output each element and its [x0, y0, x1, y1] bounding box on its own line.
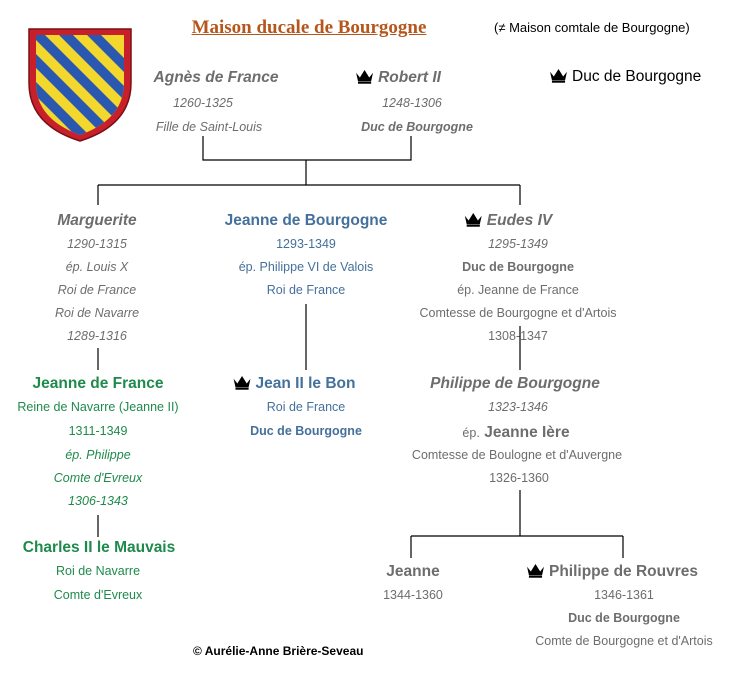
marguerite-spouse-dates: 1289-1316	[67, 329, 127, 343]
charles-ii-title1: Roi de Navarre	[55, 564, 141, 578]
marguerite-dates: 1290-1315	[67, 237, 127, 251]
children-connector-philippe	[410, 490, 624, 558]
crown-icon	[527, 563, 544, 578]
philippe-bourgogne-spouse-dates: 1326-1360	[489, 471, 549, 485]
philippe-bourgogne-spouse: ép. Jeanne Ière	[462, 424, 570, 441]
philippe-bourgogne-spouse-title: Comtesse de Boulogne et d'Auvergne	[411, 448, 623, 462]
crown-icon	[233, 375, 251, 390]
legend-label: Duc de Bourgogne	[572, 68, 702, 85]
philippe-rouvres-name: Philippe de Rouvres	[526, 563, 698, 581]
marguerite-spouse-title1: Roi de France	[57, 283, 137, 297]
philippe-rouvres-title2: Comte de Bourgogne et d'Artois	[535, 634, 713, 648]
eudes-title: Duc de Bourgogne	[462, 260, 574, 274]
philippe-bourgogne-dates: 1323-1346	[488, 400, 548, 414]
jeanne-child-dates: 1344-1360	[383, 588, 443, 602]
jeanne-bourgogne-spouse-title: Roi de France	[266, 283, 346, 297]
eudes-spouse-dates: 1308-1347	[488, 329, 548, 343]
jeanne-france-spouse: ép. Philippe	[65, 448, 131, 462]
charles-ii-name: Charles II le Mauvais	[22, 539, 176, 556]
jeanne-france-name: Jeanne de France	[32, 375, 164, 392]
jean-ii-title1: Roi de France	[266, 400, 346, 414]
burgundy-shield-icon	[28, 28, 132, 142]
legend: Duc de Bourgogne	[549, 68, 701, 86]
jeanne-france-dates: 1311-1349	[68, 424, 128, 438]
jean-ii-title2: Duc de Bourgogne	[250, 424, 362, 438]
children-connector	[97, 160, 521, 205]
robert-name: Robert II	[355, 69, 441, 87]
marguerite-spouse-title2: Roi de Navarre	[54, 306, 140, 320]
crown-icon	[356, 69, 373, 84]
robert-title: Duc de Bourgogne	[361, 120, 473, 134]
agnes-name: Agnès de France	[153, 69, 279, 86]
page-title: Maison ducale de Bourgogne	[191, 17, 427, 38]
agnes-dates: 1260-1325	[173, 96, 233, 110]
philippe-rouvres-dates: 1346-1361	[594, 588, 654, 602]
eudes-spouse-title: Comtesse de Bourgogne et d'Artois	[419, 306, 617, 320]
charles-ii-title2: Comte d'Evreux	[53, 588, 143, 602]
marguerite-name: Marguerite	[57, 212, 137, 229]
robert-dates: 1248-1306	[382, 96, 442, 110]
jeanne-child-name: Jeanne	[386, 563, 440, 580]
eudes-name: Eudes IV	[464, 212, 552, 230]
header-note: (≠ Maison comtale de Bourgogne)	[494, 20, 690, 35]
jeanne-bourgogne-spouse: ép. Philippe VI de Valois	[238, 260, 374, 274]
jeanne-france-spouse-dates: 1306-1343	[68, 494, 128, 508]
crown-icon	[550, 68, 567, 83]
agnes-note: Fille de Saint-Louis	[155, 120, 263, 134]
copyright: © Aurélie-Anne Brière-Seveau	[193, 644, 364, 658]
philippe-rouvres-title1: Duc de Bourgogne	[568, 611, 680, 625]
jeanne-bourgogne-name: Jeanne de Bourgogne	[224, 212, 388, 229]
eudes-dates: 1295-1349	[488, 237, 548, 251]
jeanne-france-title: Reine de Navarre (Jeanne II)	[17, 400, 179, 414]
jean-ii-name: Jean II le Bon	[233, 375, 355, 393]
marriage-connector	[202, 136, 412, 161]
marguerite-spouse: ép. Louis X	[65, 260, 129, 274]
jeanne-france-spouse-title: Comte d'Evreux	[53, 471, 143, 485]
eudes-spouse: ép. Jeanne de France	[457, 283, 579, 297]
jeanne-bourgogne-dates: 1293-1349	[276, 237, 336, 251]
crown-icon	[464, 212, 482, 227]
philippe-bourgogne-name: Philippe de Bourgogne	[430, 375, 600, 392]
